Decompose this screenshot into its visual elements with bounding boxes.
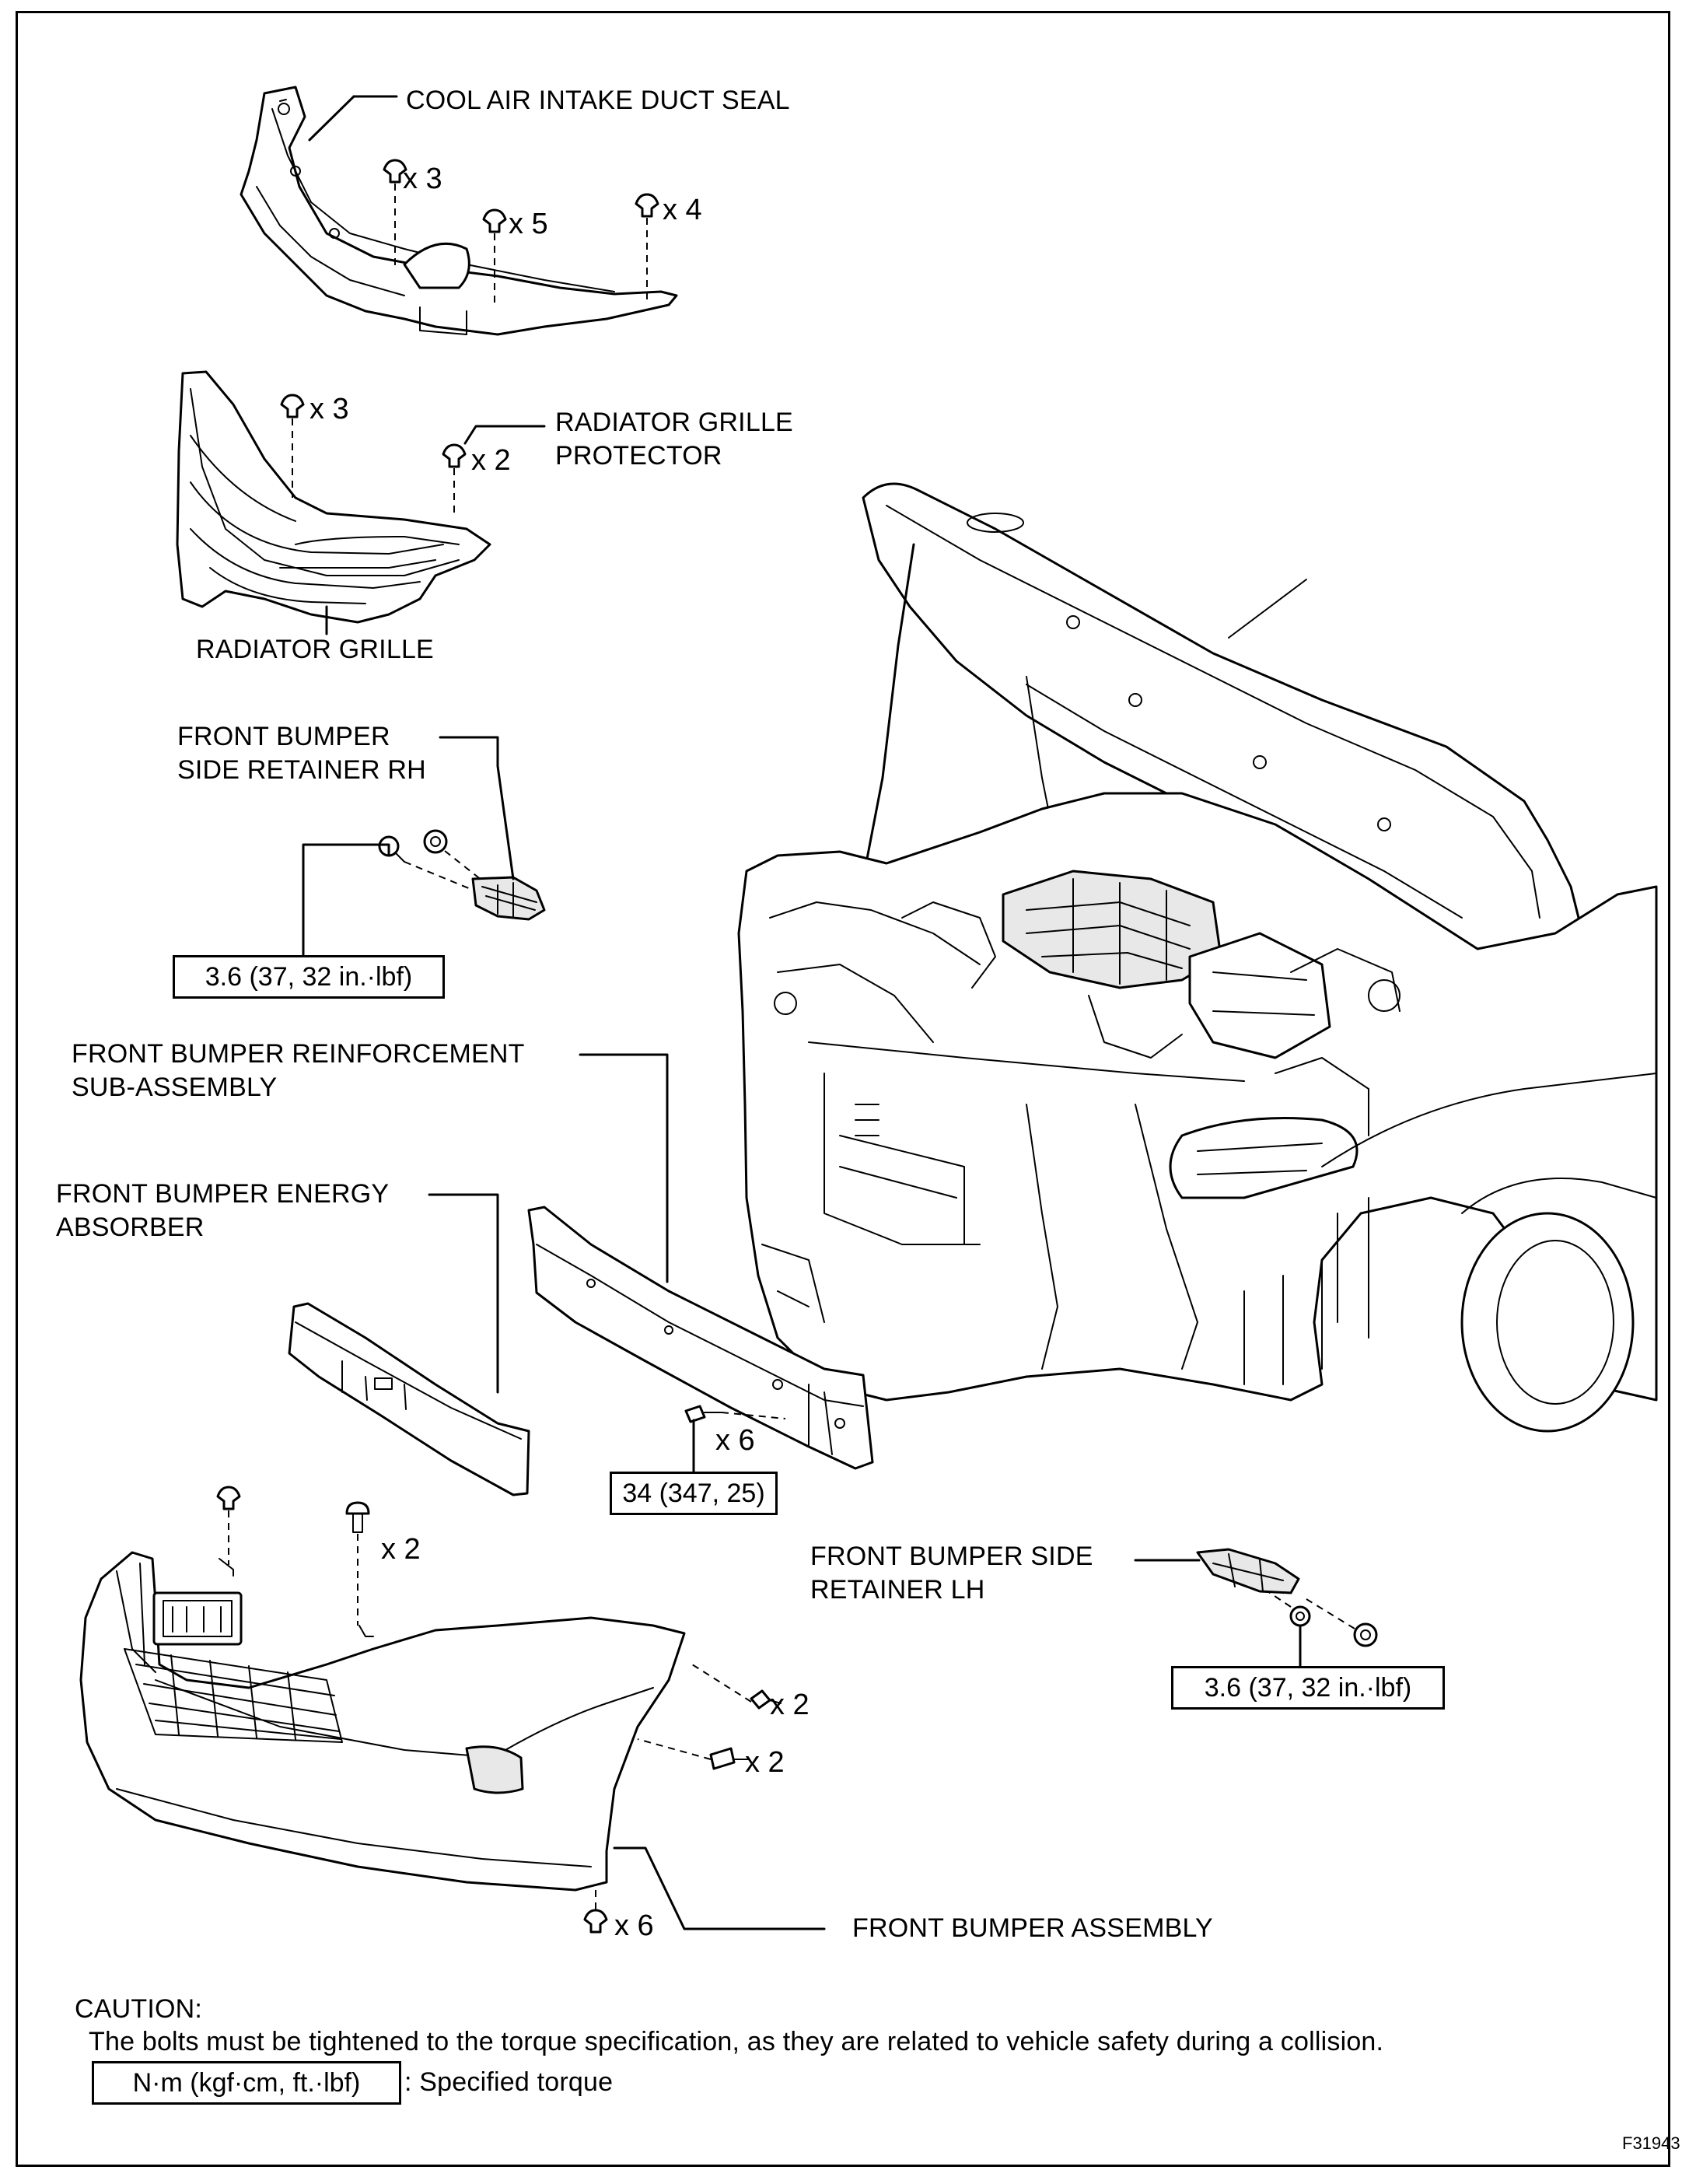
nut-icon (423, 829, 483, 881)
side-retainer-lh-part (1196, 1548, 1300, 1594)
clip-icon (583, 1890, 608, 1934)
bolt-icon (684, 1405, 786, 1423)
clip-icon (637, 1738, 749, 1770)
qty-bumper-side-screw: x 2 (770, 1689, 810, 1721)
label-energy-absorber: FRONT BUMPER ENERGY ABSORBER (56, 1179, 390, 1242)
diagram-frame (16, 11, 1670, 2167)
label-side-retainer-lh: FRONT BUMPER SIDE RETAINER LH (810, 1542, 1093, 1605)
legend-torque-box: N·m (kgf·cm, ft.·lbf) (92, 2061, 401, 2105)
caution-text: The bolts must be tightened to the torqu… (89, 2027, 1384, 2056)
nut-icon (1306, 1598, 1378, 1647)
torque-box-retainer-lh: 3.6 (37, 32 in.·lbf) (1171, 1666, 1445, 1710)
figure-code: F31943 (1622, 2133, 1680, 2153)
radiator-grille-part (176, 370, 491, 624)
clip-icon (280, 394, 305, 498)
qty-bumper-bottom-clip: x 6 (614, 1909, 654, 1942)
energy-absorber-part (288, 1302, 530, 1496)
torque-box-retainer-rh: 3.6 (37, 32 in.·lbf) (173, 955, 445, 999)
qty-seal-clip-c: x 4 (663, 194, 702, 226)
bolt-icon (1267, 1591, 1311, 1668)
label-radiator-grille-protector: RADIATOR GRILLE PROTECTOR (555, 408, 793, 471)
qty-bumper-side-clip: x 2 (745, 1746, 785, 1779)
clip-icon (442, 443, 467, 513)
clip-icon (216, 1486, 241, 1565)
label-side-retainer-rh: FRONT BUMPER SIDE RETAINER RH (177, 722, 426, 785)
cool-air-intake-duct-seal-part (240, 86, 678, 336)
qty-bumper-top-screw: x 2 (381, 1533, 421, 1566)
clip-icon (383, 159, 407, 268)
qty-seal-clip-a: x 3 (403, 163, 442, 195)
qty-seal-clip-b: x 5 (509, 208, 548, 240)
label-cool-air-intake-duct-seal: COOL AIR INTAKE DUCT SEAL (406, 86, 790, 115)
legend-text: : Specified torque (404, 2067, 614, 2097)
qty-grille-clip-a: x 3 (309, 393, 349, 425)
reinforcement-part (527, 1206, 874, 1470)
torque-box-reinforcement: 34 (347, 25) (610, 1472, 778, 1515)
screw-icon (345, 1501, 370, 1626)
front-bumper-assembly-part (79, 1551, 686, 1892)
clip-icon (482, 208, 507, 307)
clip-icon (635, 193, 659, 299)
caution-heading: CAUTION: (75, 1994, 203, 2024)
vehicle-front-illustration (737, 482, 1658, 1433)
side-retainer-rh-part (471, 876, 546, 921)
qty-reinforcement-bolt: x 6 (715, 1424, 755, 1457)
screw-icon (691, 1664, 782, 1710)
label-reinforcement-sub-assembly: FRONT BUMPER REINFORCEMENT SUB-ASSEMBLY (72, 1039, 525, 1102)
label-radiator-grille: RADIATOR GRILLE (196, 635, 434, 664)
qty-grille-clip-b: x 2 (471, 444, 511, 477)
label-front-bumper-assembly: FRONT BUMPER ASSEMBLY (852, 1913, 1213, 1943)
